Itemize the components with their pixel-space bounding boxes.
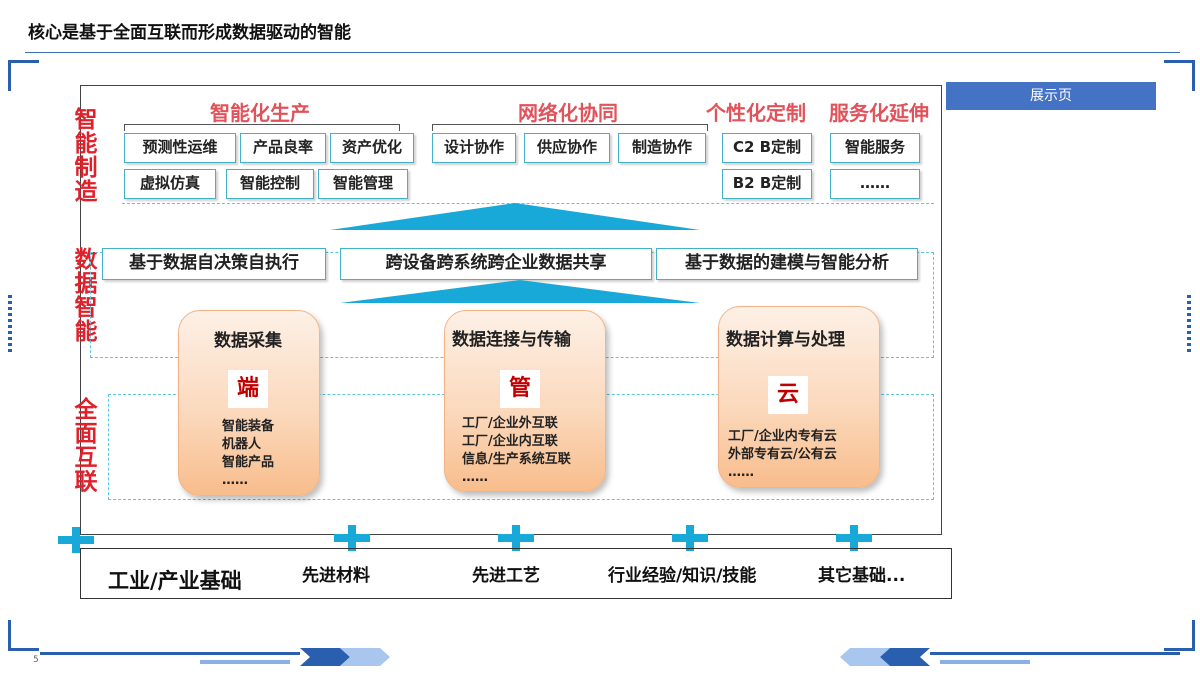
foundation-item: 行业经验/知识/技能 (608, 566, 757, 586)
pillar-collection-glyph: 端 (228, 370, 268, 408)
corner-bottom-left (8, 620, 39, 651)
plus-icon (498, 525, 534, 551)
plus-icon (334, 525, 370, 551)
chip-yield: 产品良率 (240, 133, 326, 163)
side-dash-right (1187, 295, 1191, 355)
pillar-computing-glyph: 云 (768, 376, 808, 414)
chip-manufacturing-collab: 制造协作 (618, 133, 706, 163)
section-title-service: 服务化延伸 (829, 101, 929, 125)
pillar-computing-item: …… (728, 465, 754, 480)
pillar-transmission-item: 信息/生产系统互联 (462, 452, 571, 467)
foundation-item: 其它基础... (818, 566, 906, 586)
brace-production (124, 124, 400, 131)
corner-top-right (1164, 60, 1195, 91)
pillar-transmission-title: 数据连接与传输 (452, 330, 571, 350)
layer-label-connect: 全面互联 (74, 397, 98, 495)
chip-smart-service: 智能服务 (830, 133, 920, 163)
chip-c2b: C2 B定制 (722, 133, 812, 163)
title-divider (25, 52, 1180, 53)
foundation-item: 先进材料 (302, 566, 370, 586)
plus-icon (836, 525, 872, 551)
pillar-transmission-item: 工厂/企业内互联 (462, 434, 558, 449)
chip-supply-collab: 供应协作 (524, 133, 610, 163)
top-dashed-zone (122, 127, 934, 204)
section-title-custom: 个性化定制 (706, 101, 806, 125)
brace-collab (432, 124, 708, 131)
data-modeling-analysis: 基于数据的建模与智能分析 (656, 248, 918, 280)
pillar-collection-item: 智能产品 (222, 455, 275, 470)
section-title-collab: 网络化协同 (518, 101, 618, 125)
chip-virtual-simulation: 虚拟仿真 (124, 169, 216, 199)
foundation-item: 先进工艺 (472, 566, 540, 586)
upper-triangle-arrow (330, 203, 700, 230)
plus-icon (672, 525, 708, 551)
pillar-collection-item: 机器人 (222, 437, 262, 452)
pillar-transmission (444, 310, 606, 492)
pillar-transmission-item: 工厂/企业外互联 (462, 416, 558, 431)
page-badge: 展示页 (946, 82, 1156, 110)
lower-triangle-arrow (340, 280, 700, 303)
chip-asset-optimization: 资产优化 (330, 133, 414, 163)
side-dash-left (8, 295, 12, 355)
page-number: 5 (33, 655, 39, 665)
foundation-bar (80, 548, 952, 599)
pillar-computing-title: 数据计算与处理 (726, 330, 845, 350)
chip-smart-control: 智能控制 (226, 169, 314, 199)
page-title: 核心是基于全面互联而形成数据驱动的智能 (28, 23, 351, 43)
chip-service-more: …… (830, 169, 920, 199)
data-sharing: 跨设备跨系统跨企业数据共享 (340, 248, 652, 280)
layer-label-data: 数据智能 (74, 247, 98, 345)
chip-design-collab: 设计协作 (432, 133, 516, 163)
pillar-transmission-glyph: 管 (500, 370, 540, 408)
chip-b2b: B2 B定制 (722, 169, 812, 199)
layer-label-manufacturing: 智能制造 (74, 107, 98, 205)
pillar-computing-item: 工厂/企业内专有云 (728, 429, 837, 444)
pillar-computing-item: 外部专有云/公有云 (728, 447, 837, 462)
plus-icon (58, 527, 94, 553)
foundation-title: 工业/产业基础 (108, 569, 242, 593)
footer-left-decoration (40, 648, 390, 666)
corner-bottom-right (1164, 620, 1195, 651)
pillar-collection-item: 智能装备 (222, 419, 275, 434)
pillar-transmission-item: …… (462, 470, 488, 485)
chip-predictive-maintenance: 预测性运维 (124, 133, 236, 163)
section-title-production: 智能化生产 (210, 101, 310, 125)
pillar-collection-title: 数据采集 (214, 331, 282, 351)
data-self-decision: 基于数据自决策自执行 (102, 248, 326, 280)
footer-right-decoration (840, 648, 1180, 666)
chip-smart-management: 智能管理 (318, 169, 408, 199)
pillar-collection-item: …… (222, 473, 248, 488)
corner-top-left (8, 60, 39, 91)
